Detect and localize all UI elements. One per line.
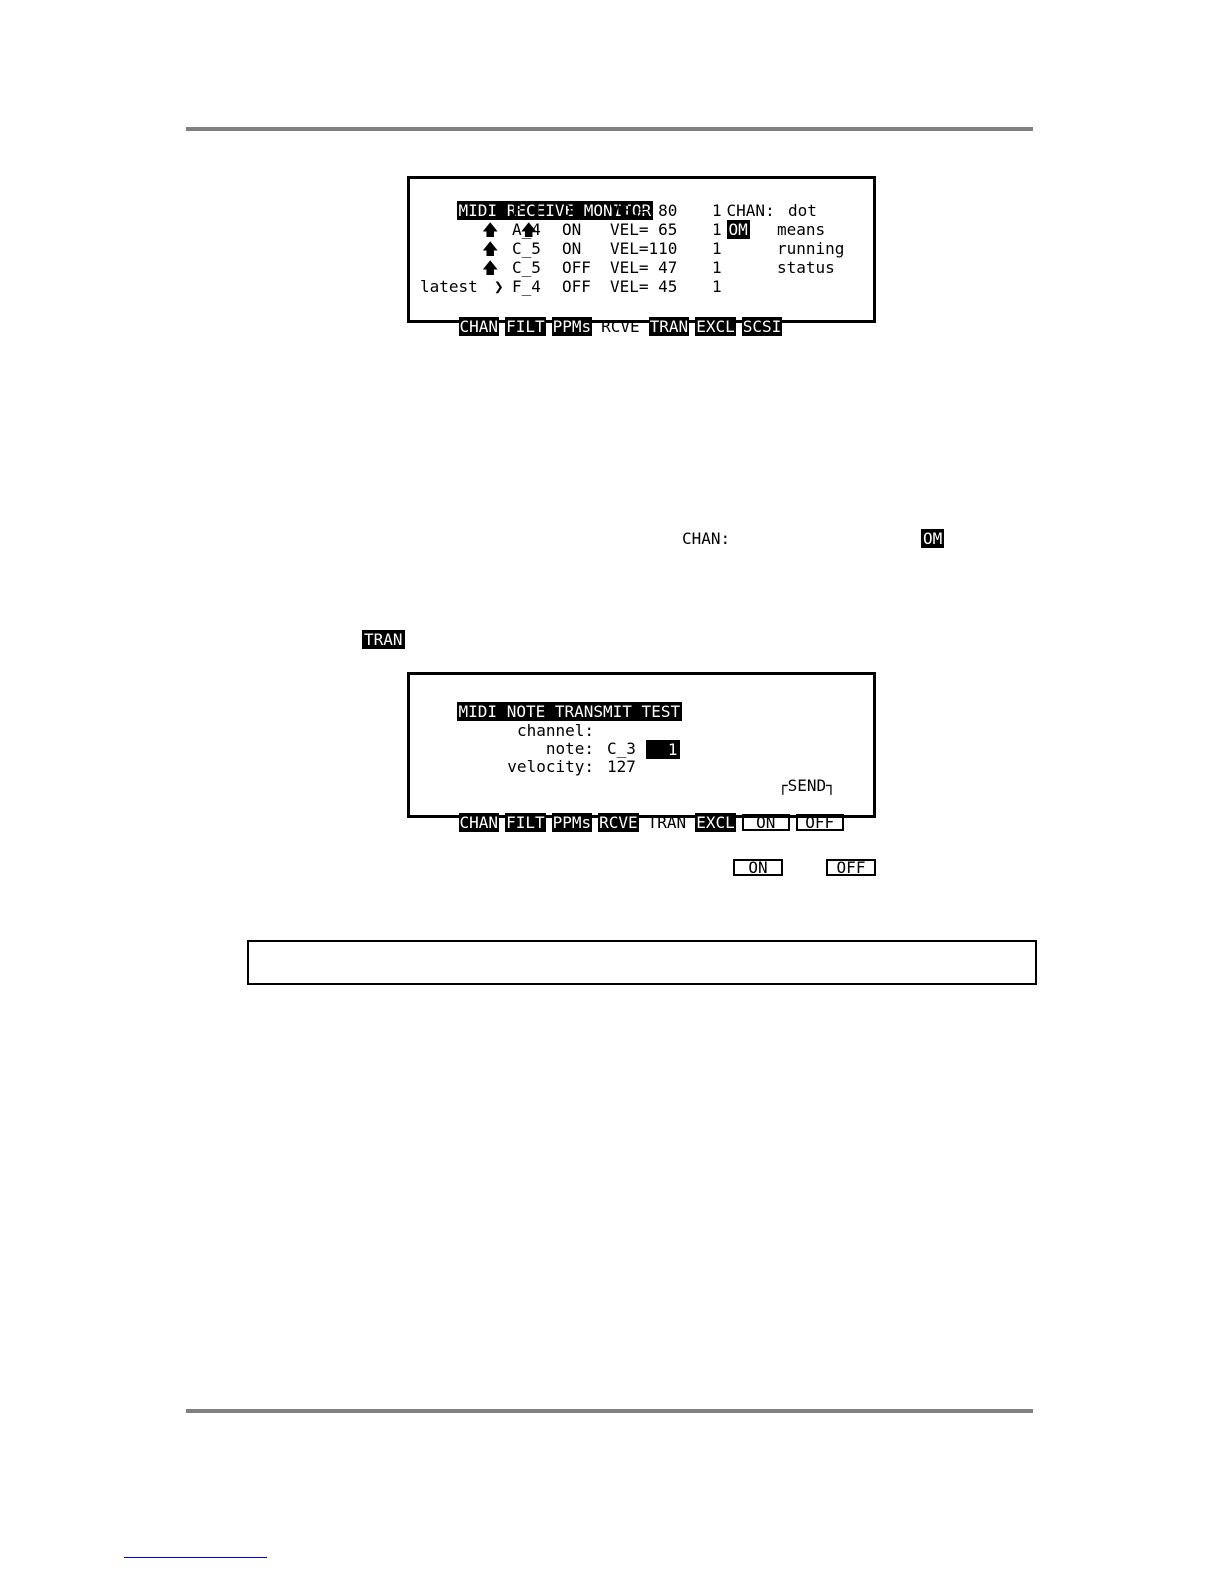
velocity-value-field[interactable]: 127 (607, 757, 636, 776)
screen-title: MIDI RECEIVE MONITOR (456, 201, 654, 220)
up-arrow-icon: 🡅 (482, 220, 499, 239)
footer-link-underline[interactable] (124, 1557, 267, 1558)
state-cell: ON (562, 201, 582, 220)
softkey-rcve[interactable]: RCVE (598, 813, 639, 832)
softkey-ppms[interactable]: PPMs (551, 317, 593, 336)
softkey-tran[interactable]: TRAN (647, 813, 687, 832)
midi-note-transmit-test-screen: MIDI NOTE TRANSMIT TEST channel: 1 note:… (407, 672, 876, 832)
up-arrow-icon: 🡅 (520, 220, 537, 239)
side-note: status (777, 258, 835, 277)
side-note: running (777, 239, 845, 258)
note-box (247, 940, 1037, 985)
softkey-ppms[interactable]: PPMs (551, 813, 593, 832)
channel-cell: 1 (712, 239, 722, 258)
send-on-button[interactable]: ON (741, 814, 790, 831)
note-cell: F_4 (512, 277, 541, 296)
channel-cell: 1 (712, 277, 722, 296)
state-cell: ON (562, 220, 582, 239)
monitor-row: 🡅 (420, 201, 537, 239)
softkey-bar: CHAN FILT PPMs RCVE TRAN EXCL ON OFF (420, 794, 850, 832)
side-note: dot (788, 201, 817, 220)
channel-cell: 1 (712, 220, 722, 239)
vel-cell: VEL= 45 (610, 277, 678, 296)
softkey-excl[interactable]: EXCL (695, 813, 736, 832)
state-cell: ON (562, 239, 582, 258)
vel-cell: VEL= 65 (610, 220, 678, 239)
channel-value-field[interactable]: 1 (645, 740, 680, 759)
vel-cell: VEL=110 (610, 239, 678, 258)
up-arrow-icon: 🡅 (482, 239, 499, 258)
softkey-tran[interactable]: TRAN (648, 317, 690, 336)
softkey-chan[interactable]: CHAN (458, 317, 500, 336)
channel-cell: 1 (712, 258, 722, 277)
chan-label: CHAN: (726, 201, 775, 220)
inline-off-key: OFF (826, 859, 876, 876)
inline-chan-label: CHAN: (682, 529, 731, 548)
inline-om-key: OM (921, 529, 945, 548)
side-note: means (777, 220, 826, 239)
up-arrow-icon: 🡅 (482, 258, 499, 277)
send-off-button[interactable]: OFF (795, 814, 844, 831)
softkey-scsi[interactable]: SCSI (741, 317, 783, 336)
channel-label: channel: (516, 721, 594, 740)
note-cell: C_5 (512, 239, 541, 258)
note-label: note: (545, 739, 594, 758)
footer-rule (186, 1409, 1033, 1413)
chan-value[interactable]: OM (726, 220, 750, 239)
latest-marker-icon: ❯ (494, 277, 504, 296)
midi-receive-monitor-screen: MIDI RECEIVE MONITOR CHAN: OM 🡅 F_4 ON V… (407, 176, 876, 336)
note-cell: F_4 (512, 201, 541, 220)
vel-cell: VEL= 80 (610, 201, 678, 220)
latest-label: latest (420, 277, 478, 296)
vel-cell: VEL= 47 (610, 258, 678, 277)
inline-on-key: ON (733, 859, 783, 876)
note-value-field[interactable]: C_3 (607, 739, 636, 758)
state-cell: OFF (562, 277, 591, 296)
note-cell: A_4 (512, 220, 541, 239)
state-cell: OFF (562, 258, 591, 277)
screen-title: MIDI NOTE TRANSMIT TEST (456, 702, 683, 721)
softkey-chan[interactable]: CHAN (458, 813, 500, 832)
velocity-label: velocity: (507, 757, 594, 776)
channel-cell: 1 (712, 201, 722, 220)
header-rule (186, 127, 1033, 131)
softkey-excl[interactable]: EXCL (695, 317, 736, 336)
softkey-rcve[interactable]: RCVE (601, 317, 640, 336)
softkey-filt[interactable]: FILT (505, 813, 546, 832)
softkey-filt[interactable]: FILT (505, 317, 546, 336)
send-label: ┌SEND┐ (778, 776, 836, 795)
softkey-bar: CHAN FILT PPMs RCVE TRAN EXCL SCSI (420, 298, 788, 336)
note-cell: C_5 (512, 258, 541, 277)
inline-tran-key: TRAN (362, 630, 405, 649)
